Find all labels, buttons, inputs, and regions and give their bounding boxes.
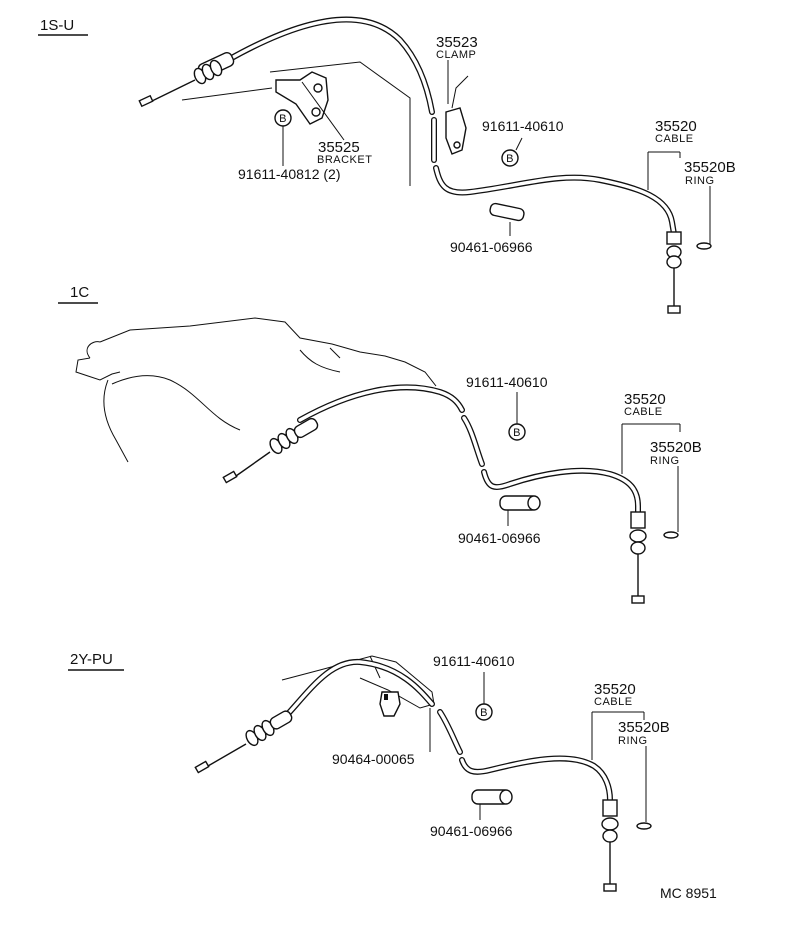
label-bolt-bracket: 91611-40812 (2) xyxy=(238,166,340,182)
clip-part xyxy=(489,202,525,222)
label-ring-name: RING xyxy=(650,455,680,467)
bolt-mark-icon: B xyxy=(274,109,292,127)
label-clip2: 90464-00065 xyxy=(332,751,415,767)
clip-part xyxy=(499,495,541,511)
label-ring-number: 35520B xyxy=(684,159,736,176)
ring-part xyxy=(696,242,712,250)
label-cable-name: CABLE xyxy=(594,696,633,708)
section-title: 1C xyxy=(70,284,89,301)
label-ring-number: 35520B xyxy=(650,439,702,456)
label-ring-name: RING xyxy=(685,175,715,187)
ring-part xyxy=(663,531,679,539)
label-bracket-name: BRACKET xyxy=(317,154,372,166)
clip-part xyxy=(471,789,513,805)
label-clamp-name: CLAMP xyxy=(436,49,476,61)
label-cable-name: CABLE xyxy=(624,406,663,418)
cable-end-left xyxy=(194,710,293,774)
label-bracket-number: 35525 xyxy=(318,139,360,156)
label-cable-number: 35520 xyxy=(594,681,636,698)
label-clamp-number: 35523 xyxy=(436,34,478,51)
label-bolt: 91611-40610 xyxy=(433,653,515,669)
section-1s-u: 1S-U xyxy=(38,16,736,314)
cable-upper-run xyxy=(283,658,435,719)
label-ring-name: RING xyxy=(618,735,648,747)
cable-end-right xyxy=(666,231,682,314)
section-title: 2Y-PU xyxy=(70,651,113,668)
section-2y-pu: 2Y-PU xyxy=(68,651,670,892)
diagram-code: MC 8951 xyxy=(660,885,717,901)
cable-end-right xyxy=(629,511,647,604)
section-title: 1S-U xyxy=(40,17,74,34)
cable-end-left xyxy=(222,417,319,484)
bolt-mark-icon: B xyxy=(501,149,519,167)
svg-text:B: B xyxy=(279,113,287,125)
bracket-part xyxy=(181,61,411,186)
engine-outline xyxy=(75,317,437,463)
cable-end-right xyxy=(601,799,619,892)
label-cable-name: CABLE xyxy=(655,133,694,145)
label-bolt: 91611-40610 xyxy=(466,374,548,390)
svg-text:B: B xyxy=(506,153,514,165)
bolt-mark-icon: B xyxy=(475,703,493,721)
bolt-mark-icon: B xyxy=(508,423,526,441)
label-cable-number: 35520 xyxy=(624,391,666,408)
ring-part xyxy=(636,822,652,830)
label-clip: 90461-06966 xyxy=(458,530,541,546)
label-clip: 90461-06966 xyxy=(430,823,513,839)
clamp-part xyxy=(445,75,469,155)
clip2-part xyxy=(379,691,401,717)
label-cable-number: 35520 xyxy=(655,118,697,135)
label-bolt: 91611-40610 xyxy=(482,118,564,134)
section-1c: 1C xyxy=(58,284,702,604)
svg-text:B: B xyxy=(513,427,521,439)
svg-text:B: B xyxy=(480,707,488,719)
label-clip: 90461-06966 xyxy=(450,239,533,255)
cable-end-left xyxy=(138,51,235,108)
label-ring-number: 35520B xyxy=(618,719,670,736)
